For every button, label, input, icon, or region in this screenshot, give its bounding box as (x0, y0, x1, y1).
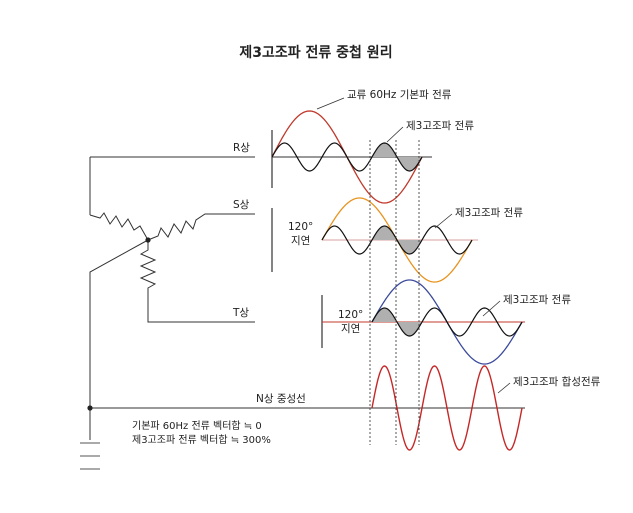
harmonic-shade-lobe (397, 240, 422, 254)
phase-s-label: S상 (233, 199, 250, 211)
t-delay-text: 지연 (341, 323, 360, 335)
harmonic-shade-lobe (397, 157, 422, 171)
wye-center-node (145, 237, 151, 243)
fundamental-callout: 교류 60Hz 기본파 전류 (347, 89, 452, 101)
harmonic-shade-lobe (372, 143, 397, 157)
callout-leaders (316, 97, 511, 394)
t-winding (139, 240, 255, 323)
fundamental-vector-note: 기본파 60Hz 전류 벡터합 ≒ 0 (132, 420, 262, 432)
neutral-sum-harmonic-wave (371, 365, 523, 451)
harmonic-vector-note: 제3고조파 전류 벡터합 ≒ 300% (132, 434, 271, 446)
s-winding (147, 213, 255, 241)
r-third-harmonic-wave (271, 142, 423, 172)
r-winding (89, 212, 149, 241)
alignment-guides (369, 140, 420, 445)
t-harmonic-callout: 제3고조파 전류 (503, 294, 571, 306)
neutral-label: N상 중성선 (256, 393, 306, 405)
wye-circuit (89, 156, 525, 440)
s-third-harmonic-wave (321, 225, 473, 255)
s-harmonic-shading (372, 226, 422, 254)
r-harmonic-callout: 제3고조파 전류 (406, 120, 474, 132)
neutral-wire (89, 239, 149, 408)
t-harmonic-shading (372, 308, 422, 336)
r-harmonic-shading (372, 143, 422, 171)
s-harmonic-callout: 제3고조파 전류 (455, 207, 523, 219)
sum-harmonic-callout: 제3고조파 합성전류 (513, 376, 601, 388)
phase-t-label: T상 (232, 307, 249, 319)
ground-icon (80, 442, 100, 470)
s-delay-degree: 120° (288, 221, 313, 233)
phase-r-label: R상 (233, 142, 250, 154)
harmonic-shade-lobe (372, 226, 397, 240)
s-delay-text: 지연 (291, 235, 310, 247)
harmonic-shade-lobe (372, 308, 397, 322)
t-third-harmonic-wave (371, 307, 523, 337)
neutral-node (87, 405, 93, 411)
harmonic-shade-lobe (397, 322, 422, 336)
diagram-title: 제3고조파 전류 중첩 원리 (239, 44, 392, 61)
t-delay-degree: 120° (338, 309, 363, 321)
